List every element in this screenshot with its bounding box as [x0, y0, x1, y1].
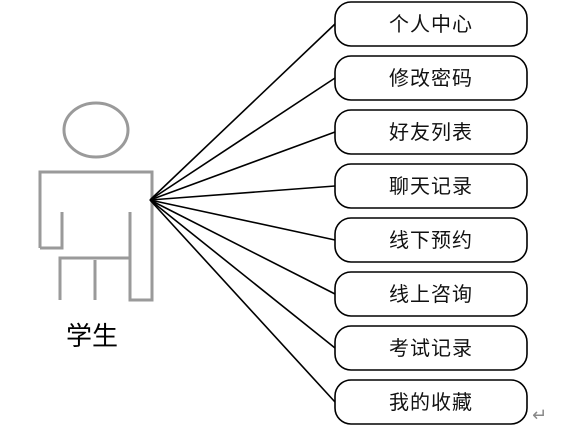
use-case-box	[334, 163, 528, 209]
use-case-label: 我的收藏	[389, 390, 473, 414]
use-case-box	[334, 109, 528, 155]
use-case-label: 个人中心	[389, 12, 473, 36]
use-case-item: 个人中心	[334, 1, 528, 47]
use-case-item: 聊天记录	[334, 163, 528, 209]
use-case-box	[334, 325, 528, 371]
connector-line	[149, 131, 336, 201]
connector-line	[149, 77, 336, 201]
use-case-box	[334, 379, 528, 425]
use-case-box	[334, 217, 528, 263]
actor-figure-icon	[38, 101, 154, 302]
connector-line	[149, 23, 336, 201]
use-case-item: 我的收藏	[334, 379, 528, 425]
use-case-box	[334, 55, 528, 101]
connector-line	[149, 199, 336, 295]
use-case-label: 线上咨询	[389, 282, 473, 306]
use-case-label: 考试记录	[389, 336, 473, 360]
use-case-item: 好友列表	[334, 109, 528, 155]
use-case-label: 线下预约	[389, 228, 473, 252]
use-case-item: 修改密码	[334, 55, 528, 101]
return-arrow-icon: ↵	[532, 405, 547, 426]
connector-lines	[149, 23, 336, 403]
use-case-box	[334, 1, 528, 47]
connector-line	[149, 199, 336, 349]
use-case-item: 考试记录	[334, 325, 528, 371]
use-case-label: 聊天记录	[389, 174, 473, 198]
actor-label: 学生	[66, 322, 118, 352]
use-case-item: 线下预约	[334, 217, 528, 263]
connector-line	[149, 199, 336, 241]
use-case-label: 修改密码	[389, 66, 473, 90]
connector-line	[149, 185, 336, 201]
use-case-item: 线上咨询	[334, 271, 528, 317]
use-case-label: 好友列表	[389, 120, 473, 144]
connector-line	[149, 199, 336, 403]
use-case-box	[334, 271, 528, 317]
